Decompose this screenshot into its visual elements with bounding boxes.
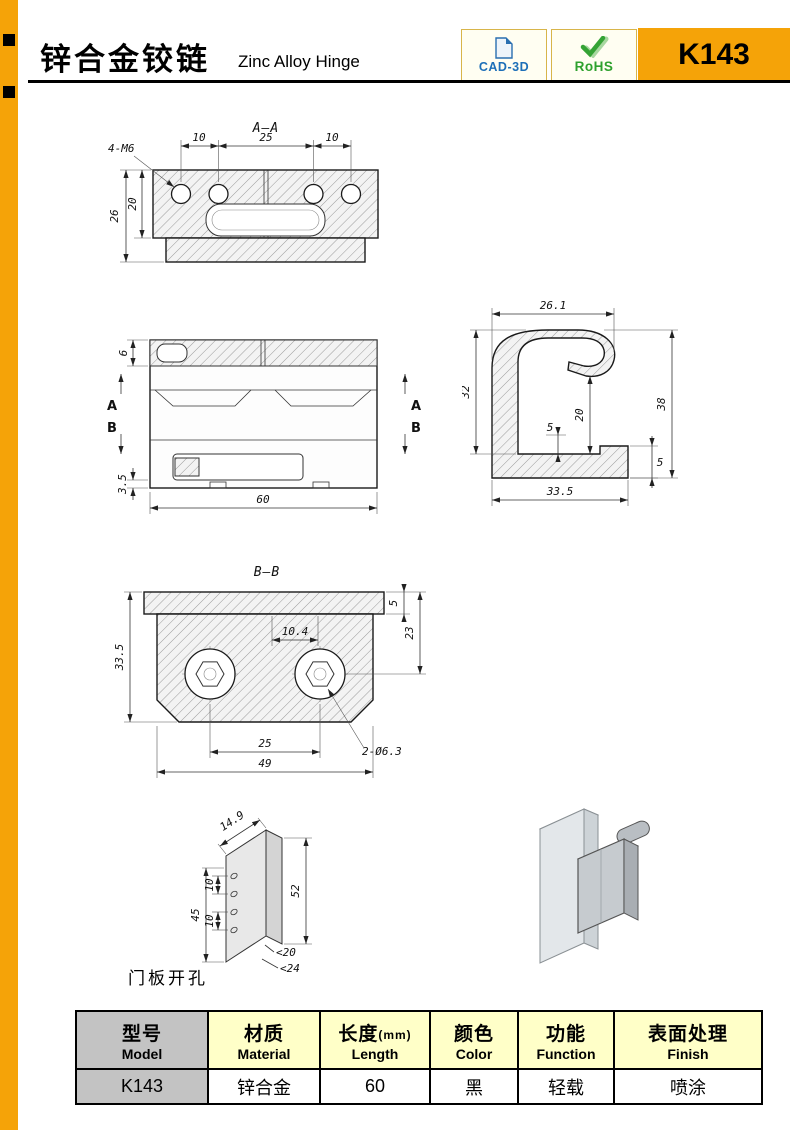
dim-label: 10 [203,914,216,928]
section-aa-drawing: A—A 10 25 10 4-M6 26 20 [108,121,379,263]
dim-label: 33.5 [546,485,574,498]
dim-label: 33.5 [113,644,126,672]
dim-label: 10 [325,131,339,144]
dim-label: 2-Ø6.3 [362,745,402,758]
cell-length: 60 [319,1068,431,1105]
section-mark-b: B [411,421,421,436]
dim-label: 32 [462,385,472,400]
dim-label: 5 [547,421,554,434]
side-view-dimensions: 26.1 32 5 20 38 33.5 5 [462,299,678,506]
dim-label: <20 [276,946,296,959]
cutout-panel [225,829,283,963]
dim-label: 25 [258,737,271,750]
cell-function: 轻载 [517,1068,615,1105]
stripe-square [3,34,15,46]
dim-label: 3.5 [116,474,129,495]
dim-label: <24 [280,962,300,975]
cad-document-icon [495,36,513,59]
section-aa-label: A—A [252,121,279,136]
dim-label: 25 [259,131,272,144]
hinge-body-3d [576,820,650,934]
dim-label: 23 [403,626,416,639]
dim-label: 10 [203,878,216,892]
dim-label: 38 [655,397,668,412]
cutout-dimensions: 14.9 52 45 10 10 <20 <24 [189,808,312,975]
isometric-view [538,808,650,964]
dim-label: 4-M6 [108,142,135,155]
cell-model: K143 [75,1068,209,1105]
dim-label: 49 [258,757,271,770]
accent-stripe [0,0,18,1130]
dim-label: 10 [192,131,206,144]
badge-rohs: RoHS [551,29,637,81]
check-icon [580,36,609,58]
section-cut-marks: A B A B [107,374,421,454]
cell-material: 锌合金 [207,1068,321,1105]
section-mark-a: A [411,399,421,414]
spec-table-data-row: K143 锌合金 60 黑 轻载 喷涂 [75,1068,763,1105]
stripe-square [3,86,15,98]
part-side-profile [491,329,629,479]
dim-label: 6 [117,349,130,356]
cell-color: 黑 [429,1068,519,1105]
dim-label: 20 [573,408,586,422]
badge-rohs-label: RoHS [574,59,614,74]
header-length: 长度(mm) Length [319,1010,431,1070]
header-rule [28,80,790,83]
part-front-view [149,339,378,489]
side-view-drawing: 26.1 32 5 20 38 33.5 5 [462,299,678,506]
cell-finish: 喷涂 [613,1068,763,1105]
section-bb-drawing: B—B 5 23 10.4 33.5 25 [113,565,426,778]
cutout-caption: 门板开孔 [128,969,208,988]
badge-cad3d-label: CAD-3D [478,59,530,74]
front-view-dimensions: 6 3.5 60 [116,339,378,514]
dim-label: 20 [126,197,139,211]
section-mark-b: B [107,421,117,436]
part-section-bb [143,591,385,723]
section-mark-a: A [107,399,117,414]
front-view-drawing: A B A B 6 3.5 60 [107,339,421,514]
dim-label: 10.4 [282,625,309,638]
section-aa-dimensions: 10 25 10 4-M6 26 20 [108,131,352,263]
page-subtitle: Zinc Alloy Hinge [238,52,360,71]
page-title: 锌合金铰链 [40,42,210,77]
dim-label: 45 [189,908,202,921]
dim-label: 60 [256,493,270,506]
dim-label: 26 [108,209,121,223]
cutout-drawing: 14.9 52 45 10 10 <20 <24 [189,808,312,975]
dim-label: 52 [289,884,302,898]
badge-cad3d: CAD-3D [461,29,547,81]
dim-label: 26.1 [540,299,567,312]
part-section-aa [152,169,379,263]
section-bb-dimensions: 5 23 10.4 33.5 25 49 2-Ø6.3 [113,584,426,778]
model-code-box: K143 [638,28,790,81]
dim-label: 5 [387,600,400,607]
dim-label: 14.9 [217,808,246,833]
section-bb-label: B—B [254,565,280,580]
dim-label: 5 [657,456,664,469]
